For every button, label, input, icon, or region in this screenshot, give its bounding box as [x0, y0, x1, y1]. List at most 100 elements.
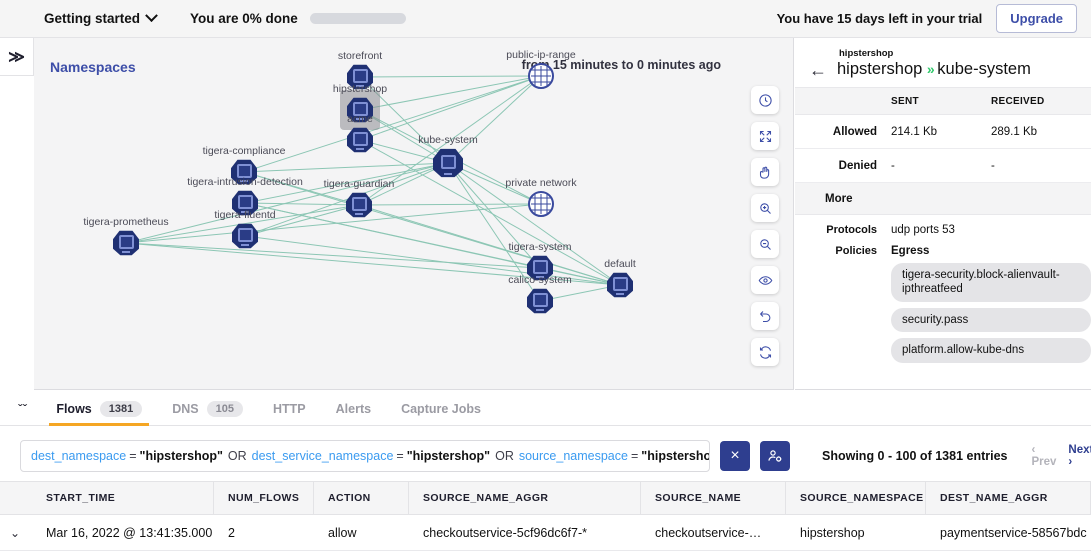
graph-node-calico-system[interactable]: calico-system — [508, 274, 572, 314]
collapse-panel-icon[interactable]: ˇˇ — [18, 401, 28, 417]
tab-capture-jobs[interactable]: Capture Jobs — [386, 401, 496, 425]
pagination: ‹ Prev Next › — [1031, 444, 1091, 468]
graph-edge — [125, 203, 542, 244]
eye-icon[interactable] — [751, 266, 779, 294]
graph-node-label: tigera-prometheus — [83, 216, 169, 228]
zoom-in-icon[interactable] — [751, 194, 779, 222]
detail-row-label: Allowed — [832, 125, 877, 138]
row-expand-chevron-icon[interactable]: ⌄ — [10, 525, 21, 540]
col-source-name-aggr[interactable]: SOURCE_NAME_AGGR — [409, 482, 641, 514]
sidebar-expand-button[interactable]: ≫ — [0, 38, 34, 76]
tab-http[interactable]: HTTP — [258, 401, 321, 425]
col-source-namespace[interactable]: SOURCE_NAMESPACE — [786, 482, 926, 514]
graph-edge — [243, 162, 449, 173]
back-arrow-icon[interactable]: ← — [809, 59, 827, 80]
undo-icon[interactable] — [751, 302, 779, 330]
graph-node-label: tigera-compliance — [202, 145, 286, 157]
col-dest-name-aggr[interactable]: DEST_NAME_AGGR — [926, 482, 1091, 514]
getting-started-label: Getting started — [44, 11, 141, 26]
namespace-icon — [347, 97, 373, 123]
namespace-icon — [527, 255, 553, 281]
col-num-flows[interactable]: NUM_FLOWS — [214, 482, 314, 514]
graph-node-label: kube-system — [418, 134, 478, 146]
namespace-icon — [231, 159, 257, 185]
expand-icon[interactable] — [751, 122, 779, 150]
namespace-icon — [232, 223, 258, 249]
graph-edge — [244, 204, 360, 237]
graph-node-tigera-compliance[interactable]: tigera-compliance — [203, 145, 285, 185]
tab-count-badge: 105 — [206, 401, 243, 417]
detail-row-received: - — [991, 159, 995, 172]
graph-node-kube-system[interactable]: kube-system — [418, 134, 478, 178]
getting-started-dropdown[interactable]: Getting started — [44, 9, 158, 26]
detail-policies: Policies Egress tigera-security.block-al… — [795, 236, 1091, 363]
detail-row-received: 289.1 Kb — [991, 125, 1038, 138]
table-row[interactable]: ⌄ Mar 16, 2022 @ 13:41:35.000 2 allow ch… — [0, 515, 1091, 551]
tab-alerts[interactable]: Alerts — [321, 401, 386, 425]
graph-edge — [539, 284, 621, 302]
graph-title[interactable]: Namespaces — [50, 59, 136, 75]
graph-node-acme[interactable]: acme — [347, 113, 373, 153]
graph-node-public-ip-range[interactable]: public-ip-range — [506, 49, 576, 89]
col-start-time[interactable]: START_TIME — [32, 482, 214, 514]
refresh-icon[interactable] — [751, 338, 779, 366]
tab-dns[interactable]: DNS 105 — [157, 401, 258, 425]
graph-edge — [539, 267, 621, 286]
graph-edge — [359, 75, 542, 141]
graph-edge — [358, 162, 449, 206]
detail-protocols: Protocols udp ports 53 — [795, 215, 1091, 236]
graph-node-private-network[interactable]: private network — [505, 177, 577, 217]
globe-icon — [528, 63, 554, 89]
clear-search-button[interactable]: × — [720, 441, 750, 471]
namespace-icon — [607, 272, 633, 298]
graph-node-tigera-system[interactable]: tigera-system — [508, 241, 572, 281]
next-page-button[interactable]: Next › — [1068, 444, 1091, 468]
policy-chip[interactable]: tigera-security.block-alienvault-ipthrea… — [891, 263, 1091, 302]
policy-chip[interactable]: security.pass — [891, 307, 1091, 333]
graph-node-tigera-guardian[interactable]: tigera-guardian — [324, 178, 394, 218]
policy-chip[interactable]: platform.allow-kube-dns — [891, 338, 1091, 363]
graph-node-storefront[interactable]: storefront — [338, 50, 382, 90]
detail-table-header: SENT RECEIVED — [795, 87, 1091, 115]
col-source-name[interactable]: SOURCE_NAME — [641, 482, 786, 514]
user-gear-icon[interactable] — [760, 441, 790, 471]
col-expand — [0, 482, 32, 514]
graph-node-tigera-prometheus[interactable]: tigera-prometheus — [83, 216, 169, 256]
graph-edge — [244, 235, 621, 286]
clock-icon[interactable] — [751, 86, 779, 114]
graph-edge — [359, 75, 542, 78]
detail-row-sent: 214.1 Kb — [891, 125, 938, 138]
policy-chip-list: tigera-security.block-alienvault-ipthrea… — [891, 263, 1091, 363]
policies-direction: Egress — [891, 245, 930, 257]
globe-icon — [528, 191, 554, 217]
policies-label: Policies — [835, 245, 877, 257]
tab-label: HTTP — [273, 402, 306, 416]
hand-icon[interactable] — [751, 158, 779, 186]
flows-table: START_TIME NUM_FLOWS ACTION SOURCE_NAME_… — [0, 481, 1091, 551]
col-action[interactable]: ACTION — [314, 482, 409, 514]
query-token-fld: dest_namespace — [31, 449, 127, 463]
detail-panel: hipstershop ← hipstershop » kube-system … — [795, 38, 1091, 390]
upgrade-button[interactable]: Upgrade — [996, 4, 1077, 33]
graph-node-label: private network — [505, 177, 577, 189]
detail-col-sent: SENT — [891, 95, 919, 107]
query-token-op: = — [129, 449, 137, 463]
graph-node-label: default — [604, 258, 636, 270]
graph-edge — [447, 162, 542, 205]
detail-more-section[interactable]: More — [795, 183, 1091, 215]
zoom-out-icon[interactable] — [751, 230, 779, 258]
prev-page-button[interactable]: ‹ Prev — [1031, 444, 1057, 468]
service-graph-pane[interactable]: Namespaces from 15 minutes to 0 minutes … — [34, 38, 794, 390]
graph-node-label: acme — [347, 113, 373, 125]
graph-node-hipstershop[interactable]: hipstershop — [333, 83, 387, 130]
graph-node-default[interactable]: default — [604, 258, 636, 298]
graph-node-tigera-fluentd[interactable]: tigera-fluentd — [214, 209, 276, 249]
graph-node-label: tigera-intrusion-detection — [187, 176, 303, 188]
graph-edge — [359, 139, 621, 286]
tab-label: DNS — [172, 402, 199, 416]
graph-node-tigera-intrusion-detection[interactable]: tigera-intrusion-detection — [187, 176, 303, 216]
